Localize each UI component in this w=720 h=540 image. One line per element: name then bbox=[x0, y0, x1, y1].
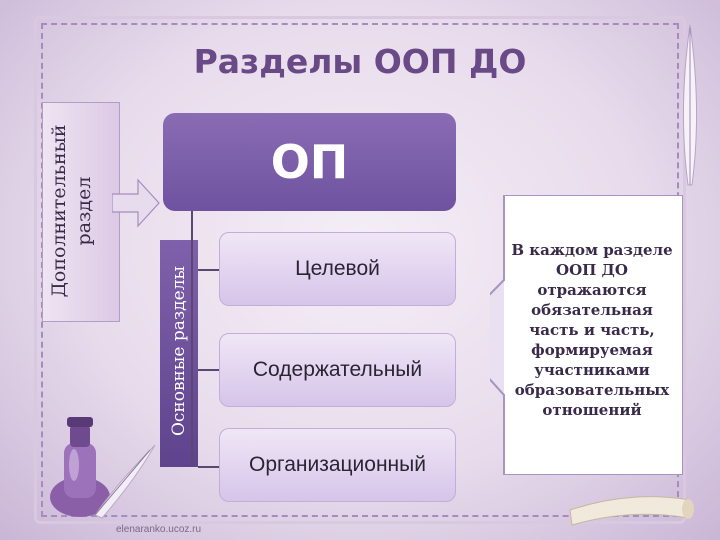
section-content: Содержательный bbox=[219, 333, 456, 407]
main-sections-label: Основные разделы bbox=[169, 265, 189, 437]
op-box: ОП bbox=[163, 113, 456, 211]
feather-icon bbox=[682, 24, 698, 186]
section-organizational: Организационный bbox=[219, 428, 456, 502]
connector-to-section-1 bbox=[198, 269, 219, 271]
callout-bubble bbox=[490, 195, 683, 475]
quill-icon bbox=[94, 444, 156, 519]
footer-url: elenaranko.ucoz.ru bbox=[116, 524, 202, 535]
connector-to-section-3 bbox=[198, 466, 219, 468]
decorative-frame bbox=[34, 16, 686, 524]
arrow-right-icon bbox=[112, 178, 160, 228]
additional-section-panel bbox=[42, 102, 120, 322]
section-target: Целевой bbox=[219, 232, 456, 306]
ink-bottle-icon bbox=[50, 417, 110, 517]
connector-vertical bbox=[191, 211, 193, 466]
slide-title: Разделы ООП ДО bbox=[193, 42, 527, 81]
additional-section-label: Дополнительный раздел bbox=[48, 124, 95, 298]
callout-note: В каждом разделе ООП ДО отражаются обяза… bbox=[511, 241, 673, 419]
connector-to-section-2 bbox=[198, 369, 219, 371]
scroll-icon bbox=[569, 496, 694, 526]
